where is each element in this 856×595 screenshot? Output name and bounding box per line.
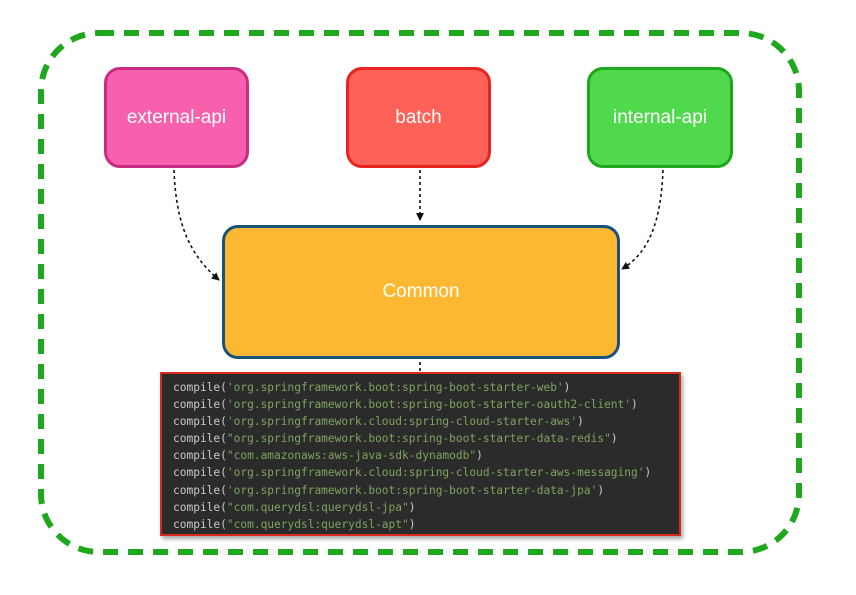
code-line: compile('org.springframework.cloud:sprin… (173, 464, 679, 481)
code-close: ) (644, 466, 652, 480)
code-fn: compile( (173, 398, 227, 412)
container-dashed-border (38, 30, 802, 555)
code-fn: compile( (173, 449, 227, 463)
module-external-api-label: external-api (126, 106, 227, 128)
code-fn: compile( (173, 483, 227, 497)
code-fn: compile( (173, 500, 227, 514)
module-batch: batch (346, 67, 491, 168)
code-arg: "org.springframework.boot:spring-boot-st… (226, 432, 611, 446)
code-line: compile("com.querydsl:querydsl-apt") (173, 516, 679, 533)
code-line: compile('org.springframework.boot:spring… (173, 396, 679, 413)
code-arg: "com.querydsl:querydsl-apt" (226, 517, 409, 531)
code-arg: 'org.springframework.boot:spring-boot-st… (226, 483, 598, 497)
code-close: ) (631, 398, 638, 412)
code-fn: compile( (173, 517, 227, 531)
code-line: compile('org.springframework.boot:spring… (173, 482, 679, 499)
code-line: compile("com.amazonaws:aws-java-sdk-dyna… (173, 447, 679, 464)
code-close: ) (476, 449, 483, 463)
code-fn: compile( (173, 466, 227, 480)
code-fn: compile( (173, 381, 227, 394)
edge-external-api-to-common (173, 169, 220, 281)
code-arg: "com.querydsl:querydsl-jpa" (226, 500, 409, 514)
code-close: ) (610, 432, 618, 446)
code-line: compile("com.querydsl:querydsl-jpa") (173, 499, 679, 516)
module-common: Common (222, 225, 620, 359)
code-line: compile("org.springframework.boot:spring… (173, 430, 679, 447)
code-arg: 'org.springframework.boot:spring-boot-st… (226, 398, 632, 412)
module-internal-api-label: internal-api (613, 106, 707, 128)
module-common-label: Common (382, 281, 460, 302)
code-arg: 'org.springframework.cloud:spring-cloud-… (226, 466, 645, 480)
code-close: ) (597, 483, 605, 497)
code-line: compile('org.springframework.cloud:sprin… (173, 413, 679, 430)
code-fn: compile( (173, 415, 227, 429)
module-internal-api: internal-api (587, 67, 733, 168)
code-fn: compile( (173, 432, 227, 446)
module-external-api: external-api (104, 67, 249, 168)
dependency-code-panel: compile('org.springframework.boot:spring… (160, 372, 681, 536)
code-arg: 'org.springframework.cloud:spring-cloud-… (226, 415, 578, 429)
code-line: compile('org.springframework.boot:spring… (173, 379, 679, 396)
edge-internal-api-to-common (621, 169, 664, 270)
code-close: ) (577, 415, 584, 429)
code-close: ) (408, 500, 416, 514)
code-close: ) (408, 517, 416, 531)
code-arg: "com.amazonaws:aws-java-sdk-dynamodb" (226, 449, 477, 463)
module-batch-label: batch (395, 106, 442, 128)
code-close: ) (563, 381, 571, 394)
code-arg: 'org.springframework.boot:spring-boot-st… (226, 381, 564, 394)
